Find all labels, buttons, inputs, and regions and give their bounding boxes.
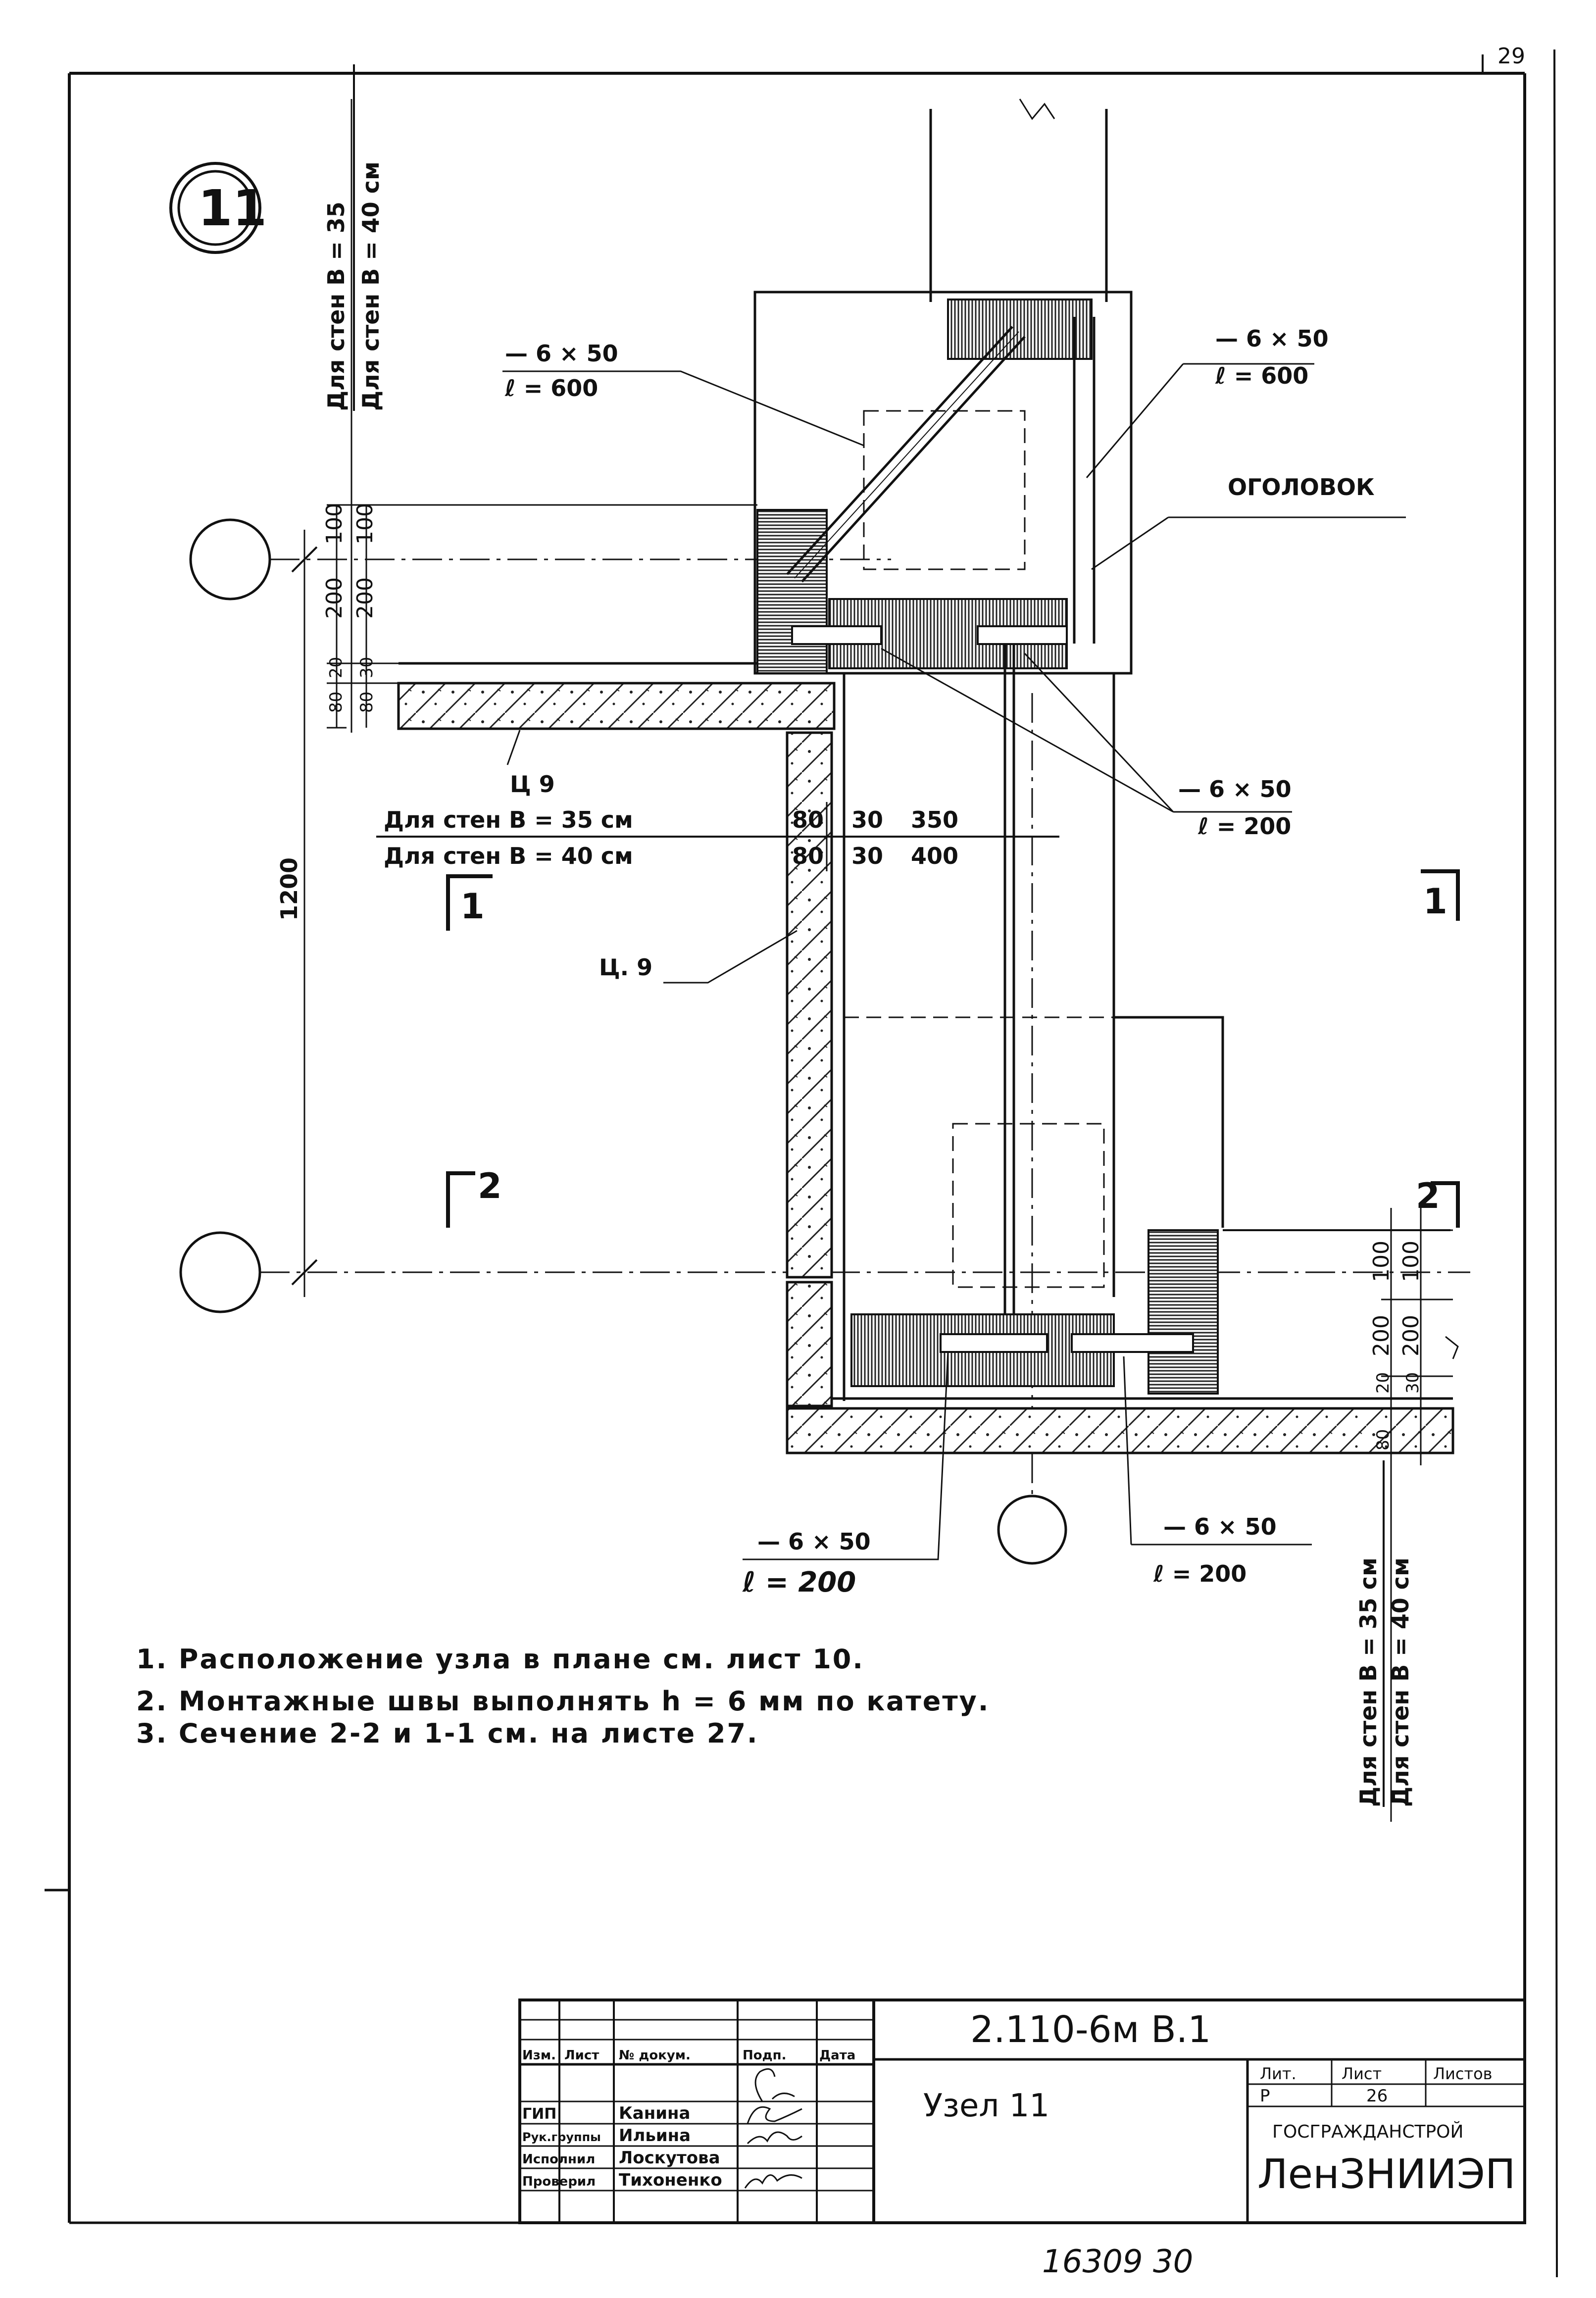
tb-header-izm: Изм. <box>522 2048 556 2063</box>
tb-name-4: Тихоненко <box>619 2170 722 2190</box>
plate-diagonal <box>786 326 1026 583</box>
note-3: 3. Сечение 2-2 и 1-1 см. на листе 27. <box>136 1718 759 1749</box>
slab-top <box>397 682 836 730</box>
section-1-left: 1 <box>460 886 485 927</box>
dim-left-80a: 80 <box>326 692 346 713</box>
plate-mid-bottom: ℓ = 200 <box>1197 813 1291 840</box>
dim-row40-c: 400 <box>911 843 958 869</box>
section-2-left: 2 <box>478 1166 502 1206</box>
tb-org-small: ГОСГРАЖДАНСТРОЙ <box>1272 2121 1463 2142</box>
note-1: 1. Расположение узла в плане см. лист 10… <box>136 1644 864 1675</box>
tb-lit-value: Р <box>1260 2086 1270 2106</box>
wall-left-lower <box>786 1281 833 1407</box>
tb-role-isp: Исполнил <box>522 2152 595 2167</box>
dim-right-100b: 100 <box>1398 1241 1424 1282</box>
dim-vertical-1200 <box>291 530 318 1297</box>
tb-name-1: Канина <box>619 2103 690 2123</box>
tb-listov-label: Листов <box>1433 2064 1493 2083</box>
section-marks <box>446 869 1460 1228</box>
dim-row40-b: 30 <box>851 843 883 869</box>
dim-left-200b: 200 <box>352 577 378 619</box>
sheet-frame <box>45 49 1558 2278</box>
dim-rows <box>376 802 1059 871</box>
axis-circle-lower <box>179 1231 261 1313</box>
dim-right-stack <box>1381 1208 1459 1465</box>
slab-bottom <box>786 1407 1454 1454</box>
tb-role-gip: ГИП <box>522 2105 556 2123</box>
plate-mid-top: — 6 × 50 <box>1178 776 1292 802</box>
c9-top-label: Ц 9 <box>510 771 555 798</box>
tb-name-2: Ильина <box>619 2126 691 2146</box>
tb-role-prov: Проверил <box>522 2174 596 2189</box>
leaders <box>502 363 1406 1560</box>
node-marker <box>169 162 261 254</box>
wall-header-line1: Для стен В = 35 <box>323 201 349 411</box>
plate-tl-bottom: ℓ = 600 <box>504 375 598 401</box>
section-1-right: 1 <box>1423 881 1447 922</box>
tb-lit-label: Лит. <box>1260 2064 1297 2083</box>
dim-left-20: 20 <box>326 657 346 678</box>
node-number: 11 <box>198 179 267 237</box>
dim-right-200b: 200 <box>1398 1315 1424 1356</box>
tb-doc-code: 2.110-6м В.1 <box>970 2008 1211 2051</box>
dim-left-200a: 200 <box>322 577 347 619</box>
lower-column <box>843 673 1224 1401</box>
plate-bl-top: — 6 × 50 <box>757 1528 871 1555</box>
wall-right-line1: Для стен В = 35 см <box>1355 1557 1382 1807</box>
plate-br-top: — 6 × 50 <box>1163 1513 1277 1540</box>
ogolovok-label: ОГОЛОВОК <box>1228 474 1375 500</box>
dim-left-100b: 100 <box>352 503 378 545</box>
dim-row35-a: 80 <box>792 806 824 833</box>
section-2-right: 2 <box>1416 1176 1440 1216</box>
tb-role-rg: Рук.группы <box>522 2130 601 2144</box>
axis-circle-upper <box>189 518 271 600</box>
signatures <box>744 2068 802 2189</box>
tb-list-label: Лист <box>1342 2064 1382 2083</box>
dim-right-80: 80 <box>1373 1429 1393 1450</box>
c9-mid-label: Ц. 9 <box>599 954 652 981</box>
tb-name-3: Лоскутова <box>619 2148 720 2168</box>
title-block <box>518 1998 1526 2224</box>
wall-label-right: Для стен В = 35 см Для стен В = 40 см <box>1355 1460 1414 1807</box>
wall-left <box>786 731 833 1279</box>
tb-title: Узел 11 <box>923 2088 1049 2124</box>
tb-header-data: Дата <box>819 2048 855 2063</box>
dim-right-100a: 100 <box>1369 1241 1394 1282</box>
dim-row40-a: 80 <box>792 843 824 869</box>
dim-row35-c: 350 <box>911 806 958 833</box>
plate-br-bottom: ℓ = 200 <box>1153 1560 1247 1587</box>
corner-number: 29 <box>1497 44 1525 69</box>
plate-tl-top: — 6 × 50 <box>505 340 618 367</box>
dim-left-80b: 80 <box>357 692 377 713</box>
dim-left-30: 30 <box>357 657 377 678</box>
plate-bl-bottom: ℓ = 200 <box>742 1566 856 1599</box>
tb-header-podp: Подп. <box>743 2048 786 2063</box>
plate-tr-bottom: ℓ = 600 <box>1215 362 1308 389</box>
bottom-number: 16309 30 <box>1042 2244 1193 2280</box>
dim-left-100a: 100 <box>322 503 347 545</box>
note-2: 2. Монтажные швы выполнять h = 6 мм по к… <box>136 1686 990 1717</box>
wall-header-line2: Для стен В = 40 см <box>357 161 384 411</box>
dim-right-200a: 200 <box>1369 1315 1394 1356</box>
tb-header-list: Лист <box>564 2048 599 2063</box>
dim-row40-label: Для стен В = 40 см <box>384 843 633 869</box>
dim-right-30: 30 <box>1403 1372 1423 1394</box>
anchor-bolts-top <box>791 625 1068 1386</box>
dim-right-20: 20 <box>1373 1372 1393 1394</box>
wall-header-left: Для стен В = 35 Для стен В = 40 см <box>323 64 384 411</box>
dim-row35-b: 30 <box>851 806 883 833</box>
tb-org-big: ЛенЗНИИЭП <box>1257 2151 1516 2198</box>
plate-tr-top: — 6 × 50 <box>1215 325 1329 352</box>
tb-header-doc: № докум. <box>619 2048 691 2063</box>
axis-circle-bottom <box>997 1495 1067 1565</box>
dim-1200: 1200 <box>276 857 302 921</box>
dim-row35-label: Для стен В = 35 см <box>384 806 633 833</box>
plate-vertical <box>1073 317 1096 644</box>
tb-list-value: 26 <box>1366 2086 1388 2106</box>
